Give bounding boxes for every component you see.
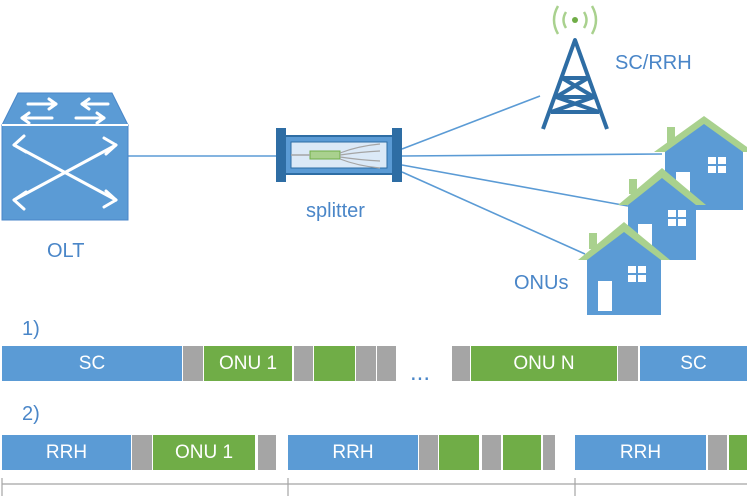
splitter-onu1-link xyxy=(401,153,663,157)
timeline-1-segment-gray xyxy=(452,346,470,381)
timeline-1-segment-blue: SC xyxy=(640,346,747,381)
timeline-2-segment-gray xyxy=(258,435,276,470)
timeline-1-segment-green: ONU N xyxy=(471,346,617,381)
timeline-1-label: 1) xyxy=(22,318,40,340)
timeline-2-segment-blue: RRH xyxy=(575,435,706,470)
timeline-1-ellipsis: ... xyxy=(410,359,431,386)
splitter-scrrh-link xyxy=(401,95,541,150)
timeline-2-segment-gray xyxy=(132,435,152,470)
timeline-2-segment-gray xyxy=(482,435,501,470)
timeline-2-segment-green: ONU 1 xyxy=(153,435,255,470)
fiber-links xyxy=(128,95,663,255)
timeline-2-segment-green xyxy=(729,435,747,470)
splitter-onu3-link xyxy=(401,171,586,255)
timeline-2-segment-green xyxy=(439,435,479,470)
timeline-2-label: 2) xyxy=(22,403,40,425)
olt-icon xyxy=(1,92,129,221)
timeline-1-segment-gray xyxy=(294,346,313,381)
cell-tower-icon xyxy=(541,5,609,130)
house-icon-3 xyxy=(578,222,670,315)
timeline-2-segment-blue: RRH xyxy=(2,435,131,470)
olt-label: OLT xyxy=(47,240,85,262)
timeline-1-segment-green xyxy=(314,346,355,381)
period-brackets xyxy=(1,478,747,496)
sc-rrh-label: SC/RRH xyxy=(615,52,692,74)
timeline-2-segment-gray xyxy=(543,435,555,470)
splitter-onu2-link xyxy=(401,164,629,207)
timeline-1-segment-gray xyxy=(618,346,638,381)
timeline-2-segment-blue: RRH xyxy=(288,435,418,470)
timeline-1-segment-gray xyxy=(356,346,376,381)
timeline-1-segment-blue: SC xyxy=(2,346,182,381)
splitter-label: splitter xyxy=(306,200,365,222)
house-icon-2 xyxy=(618,168,706,260)
timeline-2-segment-green xyxy=(503,435,541,470)
timeline-2-segment-gray xyxy=(419,435,438,470)
timeline-2-segment-gray xyxy=(708,435,727,470)
timeline-1-segment-gray xyxy=(183,346,203,381)
onus-label: ONUs xyxy=(514,272,569,294)
splitter-icon xyxy=(276,128,402,182)
timeline-1-segment-gray xyxy=(377,346,396,381)
timeline-1-segment-green: ONU 1 xyxy=(204,346,292,381)
